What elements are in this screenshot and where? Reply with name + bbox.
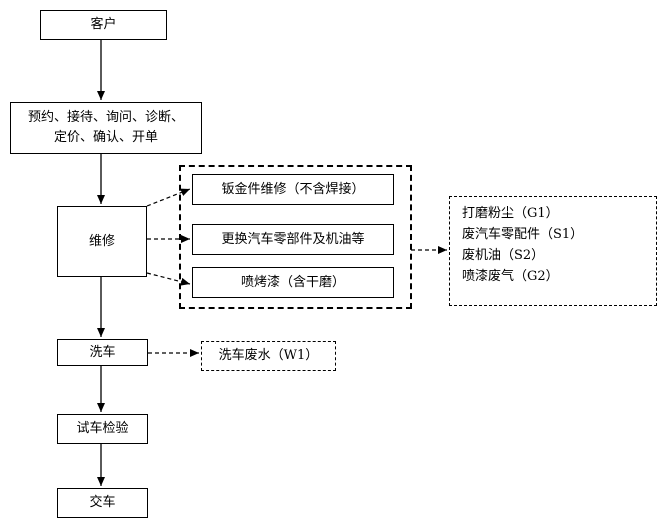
node-spray-paint-label: 喷烤漆（含干磨） bbox=[240, 274, 345, 290]
node-sheet-metal-label: 钣金件维修（不含焊接） bbox=[221, 181, 365, 197]
node-car-wash-wastewater-label: 洗车废水（W1） bbox=[218, 348, 319, 363]
node-replace-parts-label: 更换汽车零部件及机油等 bbox=[221, 231, 365, 247]
node-reception: 预约、接待、询问、诊断、 定价、确认、开单 bbox=[10, 102, 202, 154]
output-item: 喷漆废气（G2） bbox=[462, 269, 559, 284]
node-test-drive-label: 试车检验 bbox=[76, 421, 129, 436]
node-delivery-label: 交车 bbox=[89, 495, 116, 510]
node-delivery: 交车 bbox=[57, 488, 148, 518]
arrow-repair-to-sheet-metal bbox=[146, 188, 191, 207]
node-repair: 维修 bbox=[57, 206, 147, 277]
node-customer: 客户 bbox=[40, 10, 167, 40]
node-test-drive: 试车检验 bbox=[57, 414, 148, 444]
output-item: 废汽车零配件（S1） bbox=[462, 227, 584, 242]
node-spray-paint: 喷烤漆（含干磨） bbox=[192, 267, 394, 298]
node-car-wash-wastewater: 洗车废水（W1） bbox=[201, 341, 336, 371]
output-item: 打磨粉尘（G1） bbox=[462, 206, 559, 221]
node-car-wash-label: 洗车 bbox=[89, 344, 116, 360]
repair-subprocess-group bbox=[179, 165, 412, 309]
node-repair-label: 维修 bbox=[88, 233, 115, 249]
node-customer-label: 客户 bbox=[90, 17, 117, 32]
arrow-repair-to-spray-paint bbox=[146, 272, 191, 286]
node-sheet-metal: 钣金件维修（不含焊接） bbox=[192, 174, 394, 205]
output-item: 废机油（S2） bbox=[462, 248, 545, 263]
node-car-wash: 洗车 bbox=[57, 339, 148, 366]
node-replace-parts: 更换汽车零部件及机油等 bbox=[192, 224, 394, 255]
node-reception-line2: 定价、确认、开单 bbox=[53, 130, 158, 145]
node-reception-line1: 预约、接待、询问、诊断、 bbox=[27, 110, 184, 125]
pollutant-output-list: 打磨粉尘（G1） 废汽车零配件（S1） 废机油（S2） 喷漆废气（G2） bbox=[449, 196, 657, 306]
